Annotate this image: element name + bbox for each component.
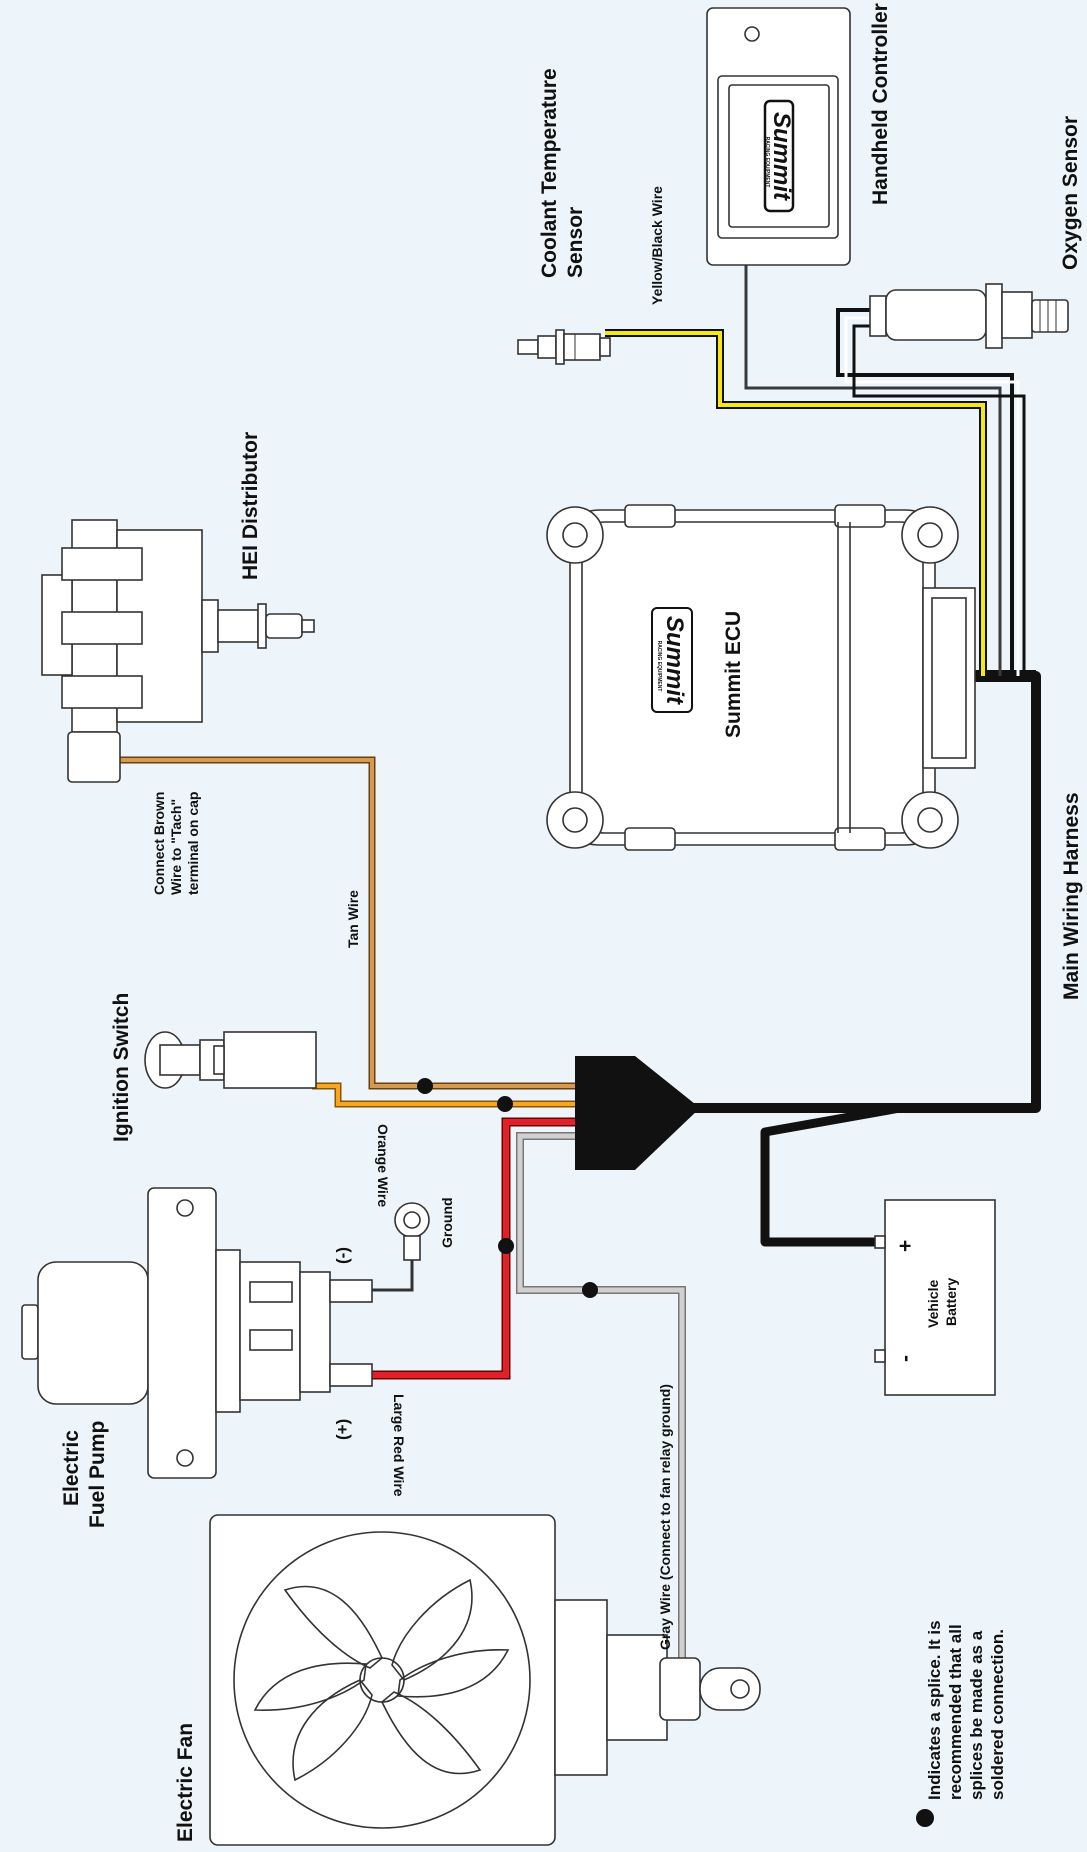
electric-fan-label: Electric Fan xyxy=(174,1723,197,1842)
plus-terminal-label: (+) xyxy=(333,1419,352,1440)
ignition-switch xyxy=(144,1031,317,1089)
wires xyxy=(120,265,1041,1690)
splice-note-line-3: splices be made as a xyxy=(967,1630,986,1800)
logo-subtext: RACING EQUIPMENT xyxy=(764,137,770,188)
splice-dot xyxy=(417,1078,433,1094)
brown-wire-note-line-1: Connect Brown xyxy=(151,792,167,895)
ground-terminal xyxy=(394,1202,430,1261)
yellow-black-wire xyxy=(605,331,985,676)
coolant-sensor-label: Coolant Temperature Sensor xyxy=(538,63,587,279)
large-red-wire-label: Large Red Wire xyxy=(391,1394,407,1497)
vehicle-battery-line-2: Battery xyxy=(943,1278,959,1326)
splice-note-line-2: recommended that all xyxy=(946,1624,965,1800)
brown-wire-note-line-2: Wire to "Tach" xyxy=(168,799,184,895)
handheld-controller-label: Handheld Controller xyxy=(869,3,892,205)
oxygen-sensor xyxy=(869,283,1069,349)
gray-wire-label: Gray Wire (Connect to fan relay ground) xyxy=(657,1384,673,1650)
hei-distributor-label: HEI Distributor xyxy=(239,432,262,580)
tan-wire-core xyxy=(120,758,575,1088)
yellow-black-wire-label: Yellow/Black Wire xyxy=(649,186,665,305)
handheld-controller: Summit RACING EQUIPMENT xyxy=(706,7,851,266)
coolant-temperature-sensor xyxy=(517,329,611,365)
summit-ecu-label: Summit ECU xyxy=(722,611,745,738)
electric-fan xyxy=(209,1514,761,1846)
logo-text: Summit xyxy=(768,112,795,201)
battery-minus-label: - xyxy=(894,1355,917,1362)
splice-legend-dot xyxy=(916,1809,934,1827)
orange-wire-label: Orange Wire xyxy=(375,1124,391,1207)
oxygen-sensor-wire-3 xyxy=(852,324,1026,676)
oxygen-sensor-label: Oxygen Sensor xyxy=(1059,116,1082,270)
tan-wire-label: Tan Wire xyxy=(345,890,361,948)
summit-ecu: Summit RACING EQUIPMENT xyxy=(546,504,976,851)
fuel-pump-line-2: Fuel Pump xyxy=(86,1421,109,1528)
coolant-sensor-line-1: Coolant Temperature xyxy=(538,68,561,278)
fuel-pump-line-1: Electric xyxy=(60,1430,83,1506)
battery-positive-wire xyxy=(760,1103,901,1247)
gray-wire-core xyxy=(517,1133,685,1690)
harness-connector xyxy=(575,1056,700,1170)
ground-label: Ground xyxy=(439,1197,455,1248)
electric-fuel-pump-label: Electric Fuel Pump xyxy=(60,1421,109,1528)
main-wiring-harness-label: Main Wiring Harness xyxy=(1060,792,1083,1000)
brown-wire-note-line-3: terminal on cap xyxy=(185,792,201,895)
battery-plus-label: + xyxy=(894,1240,917,1252)
ignition-switch-label: Ignition Switch xyxy=(110,993,133,1142)
brown-wire-note: Connect Brown Wire to "Tach" terminal on… xyxy=(151,788,201,895)
splice-note: Indicates a splice. It is recommended th… xyxy=(925,1616,1007,1800)
oxygen-sensor-wire-1 xyxy=(836,308,1014,676)
ecu-summit-logo: Summit RACING EQUIPMENT xyxy=(651,607,693,713)
splice-note-line-1: Indicates a splice. It is xyxy=(925,1620,944,1800)
minus-terminal-label: (-) xyxy=(333,1247,352,1264)
ecu-logo-text: Summit xyxy=(661,616,688,705)
ground-wire xyxy=(372,1256,414,1292)
oxygen-sensor-wire-2 xyxy=(844,316,1020,676)
splice-dot xyxy=(582,1282,598,1298)
hei-distributor xyxy=(41,519,315,783)
vehicle-battery-line-1: Vehicle xyxy=(925,1280,941,1328)
ecu-logo-subtext: RACING EQUIPMENT xyxy=(656,641,662,692)
coolant-sensor-line-2: Sensor xyxy=(564,207,587,278)
splice-dot xyxy=(498,1238,514,1254)
summit-logo: Summit RACING EQUIPMENT xyxy=(763,99,795,213)
vehicle-battery-label: Vehicle Battery xyxy=(925,1276,959,1328)
electric-fuel-pump xyxy=(21,1187,373,1479)
controller-wire xyxy=(744,265,1002,676)
orange-wire-core xyxy=(312,1084,575,1106)
splice-note-line-4: soldered connection. xyxy=(988,1629,1007,1800)
splice-dot xyxy=(497,1096,513,1112)
vehicle-battery xyxy=(874,1199,996,1396)
